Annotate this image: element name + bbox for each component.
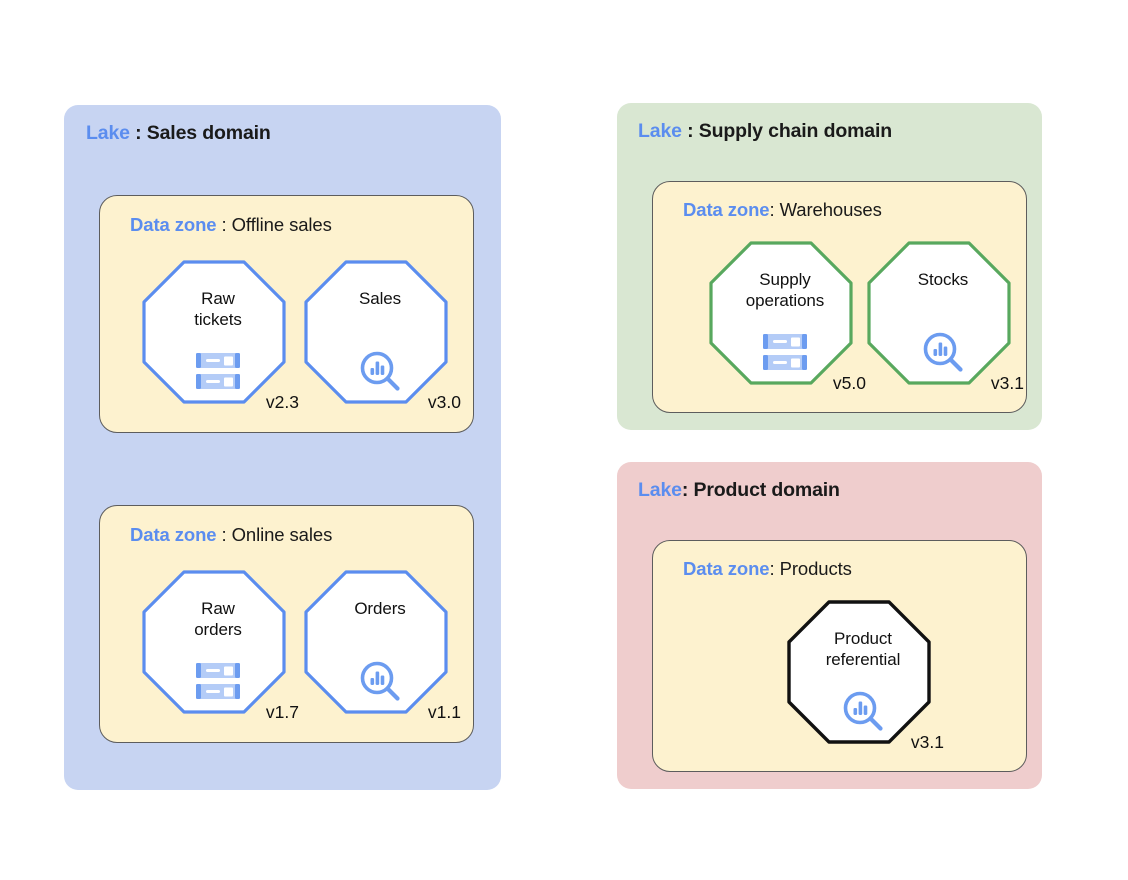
asset-orders-label: Orders <box>303 599 449 620</box>
asset-label-line1: Orders <box>354 599 406 618</box>
database-icon <box>141 347 287 395</box>
asset-orders-version: v1.1 <box>427 702 461 722</box>
data-zone-offline-sales[interactable]: Data zone : Offline sales Raw tickets <box>99 195 474 433</box>
zone-name: Warehouses <box>779 199 882 220</box>
lake-name: Supply chain domain <box>698 120 893 142</box>
asset-stocks[interactable]: Stocks v3.1 <box>866 240 1024 393</box>
analytics-search-icon <box>866 328 1012 376</box>
asset-label-line2: orders <box>194 619 242 639</box>
lake-separator: : <box>681 479 694 501</box>
lake-product-domain-title: Lake: Product domain <box>638 479 840 502</box>
asset-supply-operations[interactable]: Supply operations <box>708 240 866 393</box>
asset-raw-orders-label: Raw orders <box>141 599 287 640</box>
octagon-shape <box>304 570 448 714</box>
asset-sales-label: Sales <box>303 289 449 310</box>
asset-raw-tickets-version: v2.3 <box>265 392 299 412</box>
lake-name: Product domain <box>693 479 840 501</box>
data-zone-products-title: Data zone: Products <box>683 558 852 580</box>
database-icon <box>141 657 287 705</box>
asset-label-line1: Product <box>834 629 892 648</box>
asset-sales[interactable]: Sales v3.0 <box>303 259 461 412</box>
lake-product-domain[interactable]: Lake: Product domain Data zone: Products… <box>617 462 1042 789</box>
zone-separator: : <box>216 524 232 545</box>
zone-name: Offline sales <box>231 214 332 235</box>
zone-keyword: Data zone <box>683 558 770 579</box>
zone-separator: : <box>769 199 780 220</box>
asset-orders[interactable]: Orders v1.1 <box>303 569 461 722</box>
lake-separator: : <box>681 120 699 142</box>
asset-raw-orders-version: v1.7 <box>265 702 299 722</box>
asset-label-line2: tickets <box>194 309 242 329</box>
zone-keyword: Data zone <box>683 199 770 220</box>
asset-product-referential-label: Product referential <box>786 629 932 670</box>
asset-sales-version: v3.0 <box>427 392 461 412</box>
lake-sales-domain[interactable]: Lake : Sales domain Data zone : Offline … <box>64 105 501 790</box>
analytics-search-icon <box>786 687 932 735</box>
zone-separator: : <box>769 558 780 579</box>
asset-raw-tickets-label: Raw tickets <box>141 289 287 330</box>
lake-supply-chain-domain-title: Lake : Supply chain domain <box>638 120 892 143</box>
lake-supply-chain-domain[interactable]: Lake : Supply chain domain Data zone: Wa… <box>617 103 1042 430</box>
lake-keyword: Lake <box>638 120 682 142</box>
data-zone-online-sales-title: Data zone : Online sales <box>130 524 332 546</box>
asset-label-line1: Supply <box>759 270 811 289</box>
zone-separator: : <box>216 214 232 235</box>
asset-label-line1: Stocks <box>917 270 969 289</box>
octagon-shape <box>142 260 286 404</box>
data-zone-warehouses[interactable]: Data zone: Warehouses Supply operations <box>652 181 1027 413</box>
analytics-search-icon <box>303 657 449 705</box>
octagon-shape <box>304 260 448 404</box>
database-icon <box>708 328 854 376</box>
asset-product-referential-version: v3.1 <box>910 732 944 752</box>
lake-sales-domain-title: Lake : Sales domain <box>86 122 271 145</box>
asset-label-line2: referential <box>825 649 901 669</box>
lake-keyword: Lake <box>86 122 130 144</box>
zone-name: Products <box>779 558 852 579</box>
octagon-shape <box>867 241 1011 385</box>
data-zone-products[interactable]: Data zone: Products Product referential <box>652 540 1027 772</box>
asset-raw-orders[interactable]: Raw orders <box>141 569 299 722</box>
asset-product-referential[interactable]: Product referential v3.1 <box>786 599 944 752</box>
lake-separator: : <box>129 122 147 144</box>
data-zone-offline-sales-title: Data zone : Offline sales <box>130 214 332 236</box>
lake-keyword: Lake <box>638 479 682 501</box>
lake-name: Sales domain <box>146 122 271 144</box>
asset-stocks-version: v3.1 <box>990 373 1024 393</box>
octagon-shape <box>787 600 931 744</box>
asset-label-line1: Raw <box>201 599 235 618</box>
data-zone-online-sales[interactable]: Data zone : Online sales Raw orders <box>99 505 474 743</box>
octagon-shape <box>142 570 286 714</box>
asset-stocks-label: Stocks <box>866 270 1012 291</box>
asset-supply-operations-version: v5.0 <box>832 373 866 393</box>
analytics-search-icon <box>303 347 449 395</box>
zone-keyword: Data zone <box>130 214 217 235</box>
zone-keyword: Data zone <box>130 524 217 545</box>
asset-raw-tickets[interactable]: Raw tickets <box>141 259 299 412</box>
zone-name: Online sales <box>231 524 333 545</box>
asset-supply-operations-label: Supply operations <box>708 270 854 311</box>
asset-label-line2: operations <box>745 290 825 310</box>
asset-label-line1: Raw <box>201 289 235 308</box>
octagon-shape <box>709 241 853 385</box>
data-zone-warehouses-title: Data zone: Warehouses <box>683 199 882 221</box>
asset-label-line1: Sales <box>358 289 402 308</box>
